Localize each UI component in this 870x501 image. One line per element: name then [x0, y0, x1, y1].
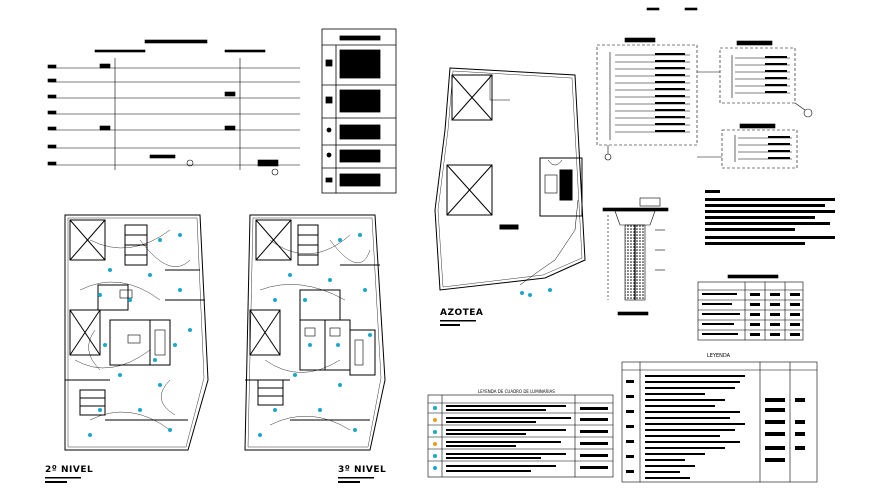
- legend-bottom-title: LEYENDA DE CUADRO DE LUMINARIAS: [478, 389, 555, 394]
- legend-table-right: [621, 361, 818, 483]
- single-line-diagram: [47, 39, 300, 176]
- general-notes: [705, 190, 835, 245]
- symbol-legend-table: [321, 28, 397, 194]
- level-3-title: 3º NIVEL: [338, 465, 387, 475]
- azotea-title: AZOTEA: [440, 308, 484, 318]
- floor-plan-2nd-level: [64, 214, 209, 451]
- luminaire-legend-table: [427, 394, 614, 478]
- title-underlines: [45, 320, 476, 483]
- fixtures-azotea: [520, 288, 552, 297]
- grounding-detail: [602, 197, 669, 316]
- floor-plan-3rd-level: [244, 214, 386, 451]
- legend-right-title: LEYENDA: [707, 353, 731, 359]
- fixtures-2nd-level: [88, 233, 192, 437]
- panel-schedules: [596, 7, 813, 169]
- level-2-title: 2º NIVEL: [45, 465, 94, 475]
- load-summary-table: [697, 274, 804, 341]
- roof-plan-azotea: [434, 67, 586, 291]
- fixtures-3rd-level: [258, 233, 372, 437]
